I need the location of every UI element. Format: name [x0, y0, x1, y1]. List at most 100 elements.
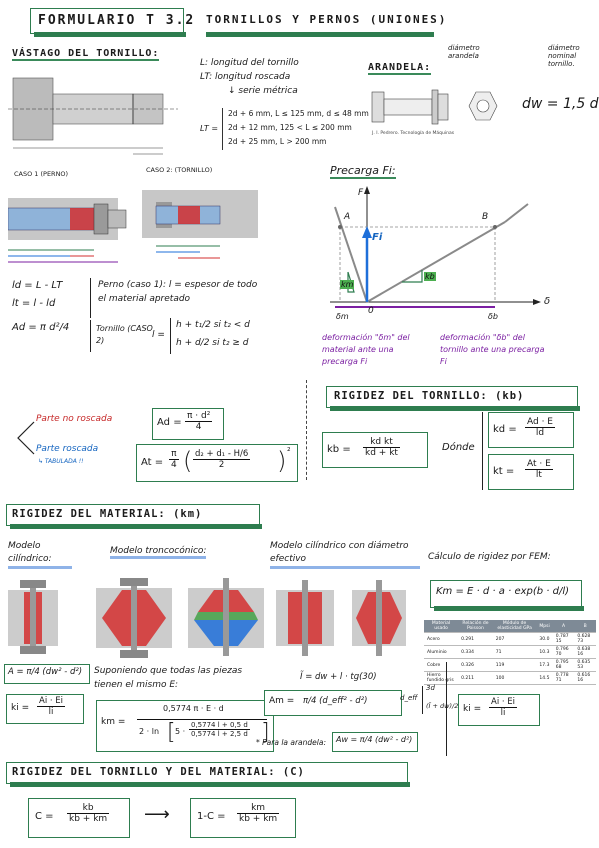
km-in-num: 0,5774 l + 0,5 d: [189, 721, 250, 730]
ki-formula-box-2: ki = Ai · Ei li: [458, 694, 540, 726]
fem-td: 0.326: [458, 658, 493, 672]
kd-fraction: Ad · E ld: [525, 417, 555, 438]
fem-th: Mpsi: [536, 620, 553, 633]
kt-formula-box: kt = At · E lt: [488, 454, 574, 490]
fem-td: 0.635 53: [574, 658, 596, 672]
modelo-cilindrico-efectivo-title: Modelo cilíndrico con diámetro efectivo: [270, 540, 420, 569]
implies-arrow: ⟶: [144, 804, 170, 825]
rigidez-conjunto-underline: [10, 782, 410, 787]
kd-formula-box: kd = Ad · E ld: [488, 412, 574, 448]
deff-option-b: (Ĩ + dw)/2: [426, 702, 459, 710]
fem-td: 0.628 73: [574, 632, 596, 646]
kt-den: lt: [535, 470, 542, 480]
fem-th: A: [552, 620, 575, 633]
l-case-brace: [170, 318, 171, 354]
axis-delta: δ: [544, 296, 551, 307]
table-row: Hierro fundido gris 0.211 100 14.5 0.778…: [424, 671, 596, 685]
deff-brace: [422, 686, 423, 714]
Ad-equation: Ad = π d²/4: [12, 322, 70, 333]
km-bracket-right: ]: [261, 720, 270, 745]
fem-td: 10.3: [536, 645, 553, 659]
km-label: km =: [101, 717, 126, 727]
kd-den: ld: [535, 428, 545, 438]
ki-label: ki =: [11, 703, 30, 713]
modelo-troncoconico-drawing-1: [96, 578, 172, 658]
km-ln: 2 · ln: [139, 727, 160, 736]
areas-branch-arrows: [17, 421, 35, 455]
arandela-note: * Para la arandela:: [256, 738, 326, 747]
km-bracket-left: [: [167, 720, 176, 745]
km-formula-box: km = 0,5774 π · E · d 2 · ln [ 5 · 0,577…: [96, 700, 274, 752]
LT-brace: [222, 108, 227, 150]
section-divider: [306, 380, 307, 480]
parte-roscada: Parte roscada: [36, 444, 99, 454]
fem-td: 71: [492, 645, 537, 659]
deff-line: Ĩ = dw + l · tg(30): [300, 672, 377, 682]
fem-td: 100: [492, 671, 537, 685]
fem-td: Acero: [424, 632, 459, 646]
At-paren-left: (: [183, 447, 193, 475]
deformacion-material: deformación "δm" del material ante una p…: [322, 333, 410, 366]
modelo-cilindrico-drawing: [8, 580, 58, 654]
oneC-fraction: km kb + km: [237, 803, 280, 824]
Am-formula-box: Am = π/4 (d_eff² - d²): [264, 690, 402, 716]
At-square: ²: [287, 447, 291, 457]
fem-td: 0.211: [458, 671, 493, 685]
rigidez-material-underline: [10, 524, 262, 529]
point-A: A: [344, 212, 351, 222]
C-formula-box: C = kb kb + km: [28, 798, 130, 838]
rigidez-tornillo-heading: RIGIDEZ DEL TORNILLO: (kb): [334, 390, 525, 402]
At-pi: π: [169, 449, 179, 460]
modelo-efectivo-drawing-2: [352, 580, 406, 656]
caso1-label: CASO 1 (PERNO): [14, 170, 69, 178]
donde-brace: [482, 412, 483, 490]
fem-td: Hierro fundido gris: [424, 671, 459, 685]
km-inner-fraction: 0,5774 l + 0,5 d 0,5774 l + 2,5 d: [189, 721, 250, 738]
A-formula: A = π/4 (dw² - d²): [8, 667, 83, 677]
fem-th: Material usado: [424, 620, 459, 633]
LT-definition: LT: longitud roscada: [200, 72, 291, 82]
table-row: Cobre 0.326 119 17.3 0.795 68 0.635 53: [424, 658, 596, 672]
vastago-heading: VÁSTAGO DEL TORNILLO:: [12, 48, 160, 61]
km-numerator: 0,5774 π · E · d: [163, 704, 224, 713]
Ad-label: Ad =: [157, 417, 182, 428]
tornillo-brace: [90, 320, 91, 352]
LT-label: LT =: [200, 124, 219, 133]
dw-formula: dw = 1,5 d: [522, 96, 599, 112]
At-four: 4: [171, 460, 177, 470]
C-label: C =: [35, 811, 54, 822]
caso2-label: CASO 2: (TORNILLO): [146, 166, 213, 174]
Aw-formula: Aw = π/4 (dw² - d²): [336, 735, 413, 744]
fem-td: 0.616 16: [574, 671, 596, 685]
caso2-tornillo-drawing: [142, 190, 258, 259]
ki-num-2: Ai · Ei: [489, 697, 518, 708]
fem-th: B: [574, 620, 596, 633]
fem-td: 0.787 15: [552, 632, 575, 646]
label-km: km: [340, 280, 355, 289]
C-fraction: kb kb + km: [67, 803, 110, 824]
kb-formula-box: kb = kd kt kd + kt: [322, 432, 428, 468]
precarga-heading: Precarga Fi:: [330, 164, 396, 179]
fem-th: Relación de Poisson: [458, 620, 493, 633]
deff-label: d_eff: [400, 694, 418, 702]
Ad-fraction: π · d² 4: [185, 411, 213, 432]
km-five: 5 ·: [175, 727, 186, 736]
bolt-technical-drawing: [8, 77, 178, 155]
fem-td: 0.638 16: [574, 645, 596, 659]
oneC-formula-box: 1-C = km kb + km: [190, 798, 296, 838]
l-case-a: h + t₁/2 si t₂ < d: [176, 320, 250, 330]
C-den: kb + km: [69, 814, 108, 824]
Ad-num: π · d²: [185, 411, 213, 422]
modelo-efectivo-drawing-1: [276, 580, 334, 656]
kt-label: kt =: [493, 466, 515, 477]
rigidez-tornillo-underline: [330, 406, 580, 411]
donde-label: Dónde: [442, 442, 475, 453]
ki-label-2: ki =: [463, 704, 482, 714]
At-paren-right: ): [277, 447, 287, 475]
oneC-num: km: [237, 803, 280, 814]
header-title-underline: [34, 32, 186, 37]
fem-td: 207: [492, 632, 537, 646]
ki-side-brace: [446, 662, 447, 756]
oneC-label: 1-C =: [197, 811, 226, 822]
fem-td: 119: [492, 658, 537, 672]
